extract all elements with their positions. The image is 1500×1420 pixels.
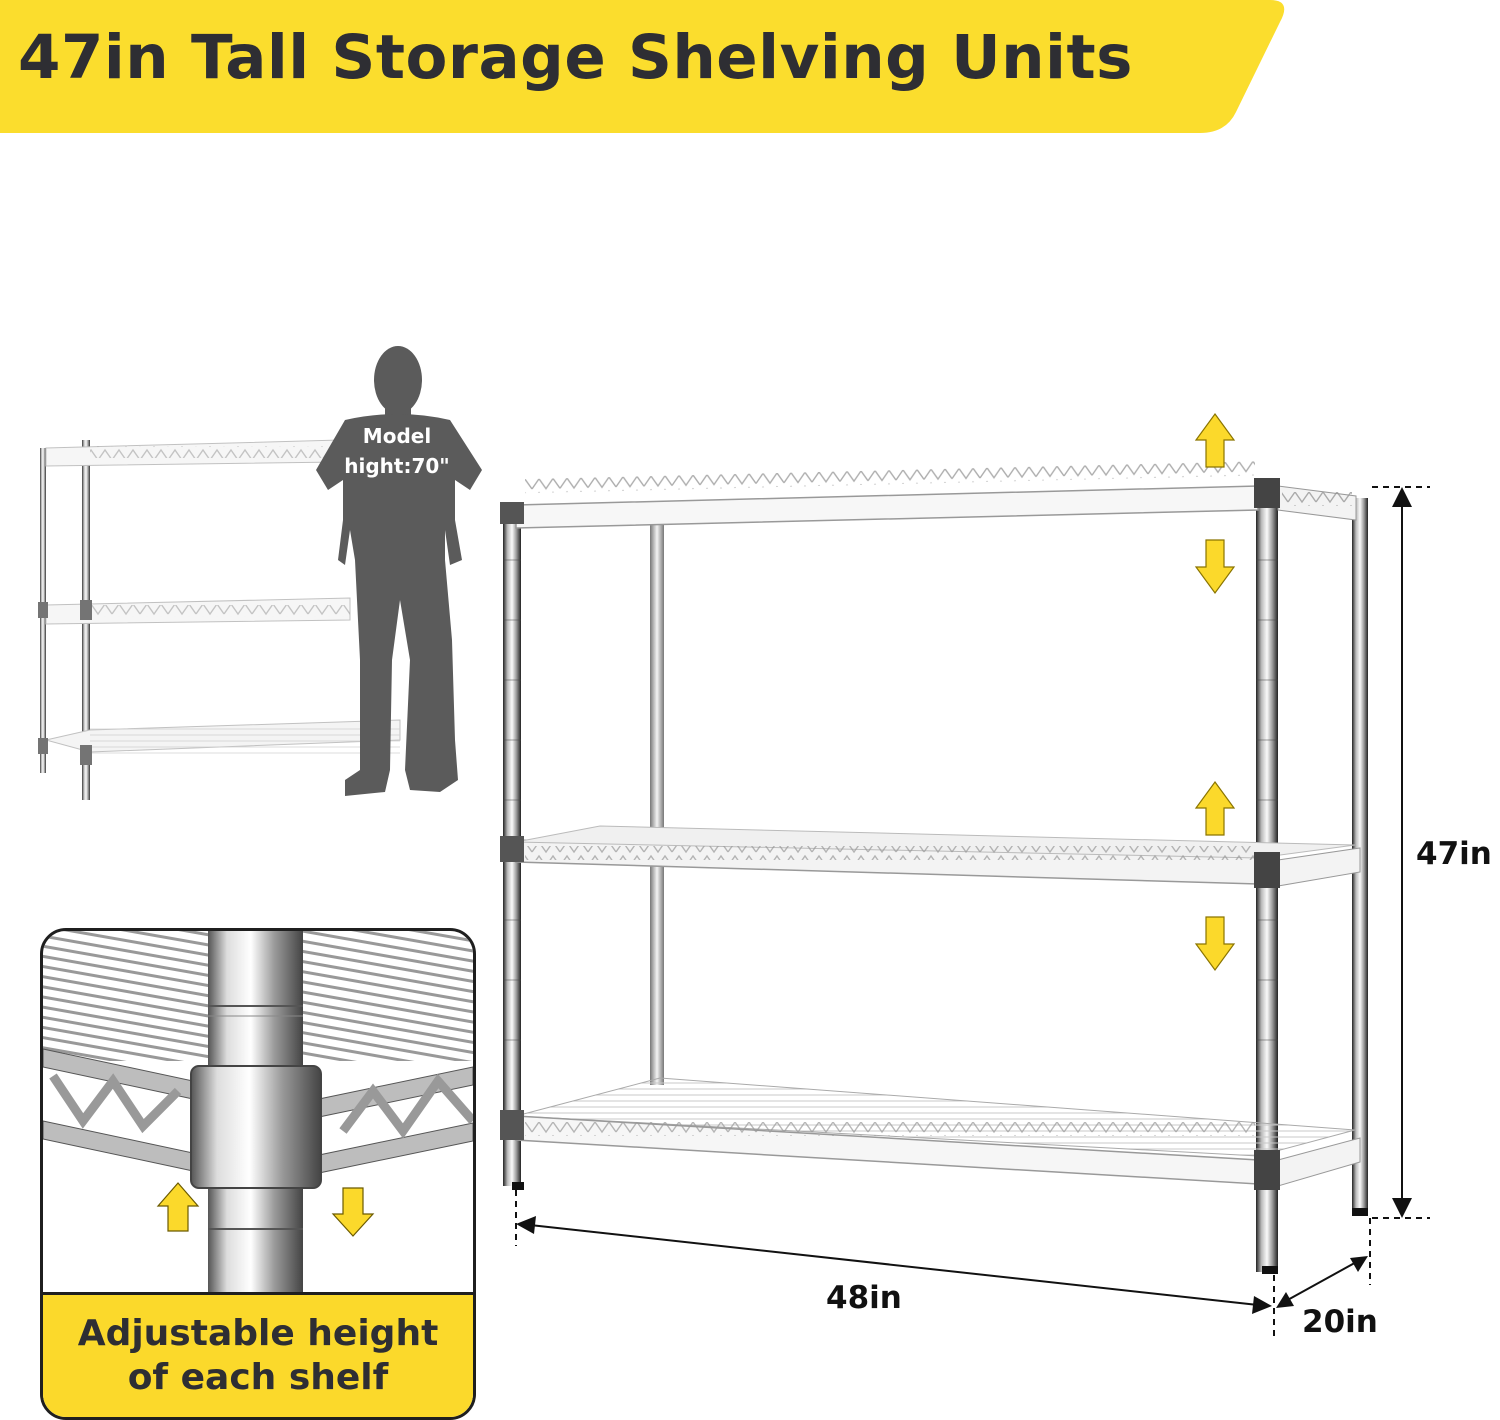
model-label-line1: Model xyxy=(362,424,432,448)
pole-sleeve-closeup xyxy=(43,931,473,1295)
depth-dimension-label: 20in xyxy=(1302,1304,1378,1340)
arrow-up-icon xyxy=(1194,780,1236,836)
banner-shape xyxy=(0,0,1285,133)
adjustable-detail-inset: Adjustable height of each shelf xyxy=(40,928,476,1420)
arrow-up-icon xyxy=(1194,412,1236,468)
arrow-down-icon xyxy=(1194,539,1236,595)
dimension-lines xyxy=(515,486,1430,1338)
small-shelf-unit xyxy=(38,439,401,800)
model-silhouette-icon xyxy=(316,346,482,796)
page-title: 47in Tall Storage Shelving Units xyxy=(18,22,1133,93)
main-shelf-unit xyxy=(500,461,1368,1274)
model-height-label: Model hight:70" xyxy=(330,421,464,481)
dimension-arrowheads xyxy=(516,487,1412,1314)
width-dimension-label: 48in xyxy=(826,1280,902,1316)
arrow-up-icon xyxy=(156,1182,200,1232)
caption-line2: of each shelf xyxy=(127,1357,389,1398)
model-label-line2: hight:70" xyxy=(344,454,450,478)
height-dimension-label: 47in xyxy=(1416,836,1492,872)
detail-caption: Adjustable height of each shelf xyxy=(43,1292,473,1417)
arrow-down-icon xyxy=(1194,916,1236,972)
caption-line1: Adjustable height xyxy=(77,1313,439,1354)
header-banner: 47in Tall Storage Shelving Units xyxy=(0,0,1290,133)
arrow-down-icon xyxy=(331,1187,375,1237)
adjust-arrows xyxy=(1194,412,1236,972)
